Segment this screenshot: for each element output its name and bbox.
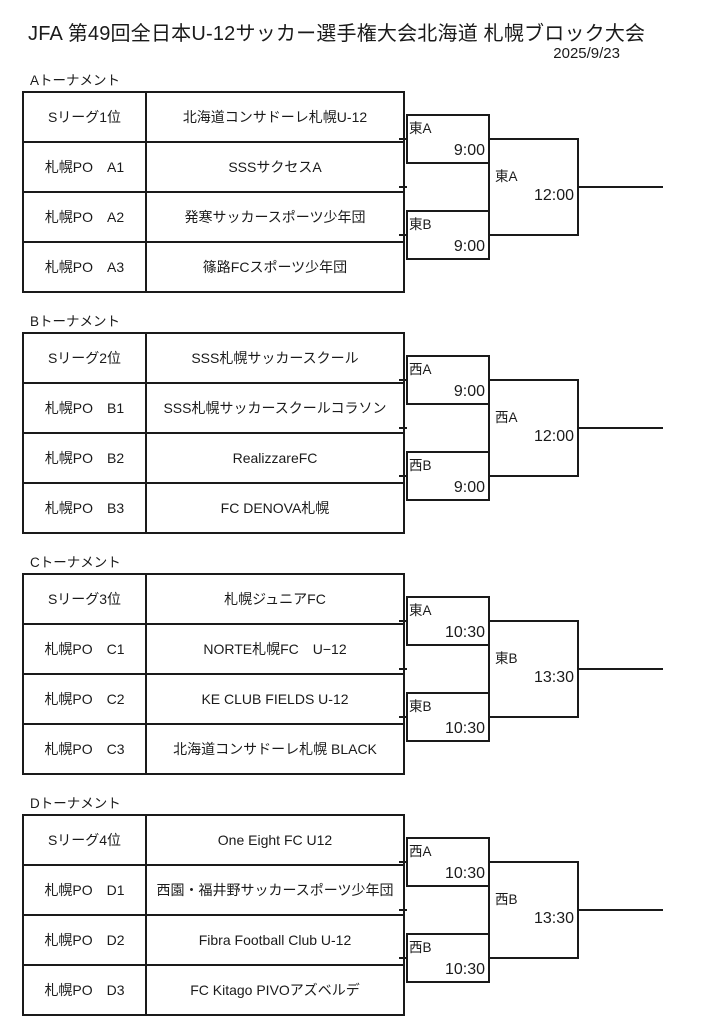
seed-slot-cell: 札幌PO D3 [22, 964, 147, 1016]
bracket-lines [399, 837, 663, 983]
seed-slot-cell: 札幌PO A2 [22, 191, 147, 243]
semifinal-top-time: 10:30 [444, 624, 485, 641]
table-row: 札幌PO D2 Fibra Football Club U-12 [22, 914, 405, 966]
semifinal-bottom-venue: 西B [409, 940, 432, 955]
table-row: 札幌PO B1 SSS札幌サッカースクールコラソン [22, 382, 405, 434]
teams-table: Sリーグ2位 SSS札幌サッカースクール 札幌PO B1 SSS札幌サッカースク… [22, 332, 405, 534]
teams-table: Sリーグ4位 One Eight FC U12 札幌PO D1 西園・福井野サッ… [22, 814, 405, 1016]
semifinal-bottom-venue: 東B [409, 699, 432, 714]
tournament-section-a: Aトーナメント Sリーグ1位 北海道コンサドーレ札幌U-12 札幌PO A1 S… [0, 69, 714, 293]
table-row: 札幌PO C3 北海道コンサドーレ札幌 BLACK [22, 723, 405, 775]
team-name-cell: RealizzareFC [145, 432, 405, 484]
table-row: 札幌PO A2 発寒サッカースポーツ少年団 [22, 191, 405, 243]
semifinal-bottom-venue: 東B [409, 217, 432, 232]
table-row: 札幌PO A1 SSSサクセスA [22, 141, 405, 193]
section-title: Dトーナメント [30, 796, 121, 811]
seed-slot-cell: 札幌PO C3 [22, 723, 147, 775]
semifinal-bottom-venue: 西B [409, 458, 432, 473]
page-title: JFA 第49回全日本U-12サッカー選手権大会北海道 札幌ブロック大会 [28, 23, 646, 45]
table-row: 札幌PO D1 西園・福井野サッカースポーツ少年団 [22, 864, 405, 916]
tournament-section-b: Bトーナメント Sリーグ2位 SSS札幌サッカースクール 札幌PO B1 SSS… [0, 310, 714, 534]
table-row: Sリーグ1位 北海道コンサドーレ札幌U-12 [22, 91, 405, 143]
seed-slot-cell: Sリーグ4位 [22, 814, 147, 866]
bracket-lines [399, 114, 663, 260]
team-name-cell: FC DENOVA札幌 [145, 482, 405, 534]
final-time: 13:30 [533, 669, 574, 686]
section-title: Cトーナメント [30, 555, 121, 570]
final-venue: 西A [495, 410, 518, 425]
tournament-section-d: Dトーナメント Sリーグ4位 One Eight FC U12 札幌PO D1 … [0, 792, 714, 1016]
bracket-lines [399, 596, 663, 742]
team-name-cell: 北海道コンサドーレ札幌 BLACK [145, 723, 405, 775]
bracket-lines [399, 355, 663, 501]
tournament-section-c: Cトーナメント Sリーグ3位 札幌ジュニアFC 札幌PO C1 NORTE札幌F… [0, 551, 714, 775]
seed-slot-cell: 札幌PO D1 [22, 864, 147, 916]
team-name-cell: One Eight FC U12 [145, 814, 405, 866]
semifinal-top-venue: 西A [409, 844, 432, 859]
table-row: Sリーグ3位 札幌ジュニアFC [22, 573, 405, 625]
team-name-cell: SSS札幌サッカースクールコラソン [145, 382, 405, 434]
team-name-cell: NORTE札幌FC U−12 [145, 623, 405, 675]
seed-slot-cell: 札幌PO D2 [22, 914, 147, 966]
semifinal-top-venue: 東A [409, 121, 432, 136]
final-time: 13:30 [533, 910, 574, 927]
table-row: 札幌PO C1 NORTE札幌FC U−12 [22, 623, 405, 675]
table-row: 札幌PO B3 FC DENOVA札幌 [22, 482, 405, 534]
team-name-cell: 西園・福井野サッカースポーツ少年団 [145, 864, 405, 916]
seed-slot-cell: Sリーグ3位 [22, 573, 147, 625]
section-title: Aトーナメント [30, 73, 121, 88]
seed-slot-cell: 札幌PO B2 [22, 432, 147, 484]
final-venue: 東B [495, 651, 518, 666]
team-name-cell: 北海道コンサドーレ札幌U-12 [145, 91, 405, 143]
seed-slot-cell: Sリーグ2位 [22, 332, 147, 384]
table-row: 札幌PO D3 FC Kitago PIVOアズベルデ [22, 964, 405, 1016]
table-row: 札幌PO A3 篠路FCスポーツ少年団 [22, 241, 405, 293]
semifinal-top-time: 10:30 [444, 865, 485, 882]
team-name-cell: FC Kitago PIVOアズベルデ [145, 964, 405, 1016]
seed-slot-cell: 札幌PO A1 [22, 141, 147, 193]
table-row: 札幌PO B2 RealizzareFC [22, 432, 405, 484]
seed-slot-cell: 札幌PO C2 [22, 673, 147, 725]
teams-table: Sリーグ1位 北海道コンサドーレ札幌U-12 札幌PO A1 SSSサクセスA … [22, 91, 405, 293]
team-name-cell: SSSサクセスA [145, 141, 405, 193]
team-name-cell: KE CLUB FIELDS U-12 [145, 673, 405, 725]
semifinal-top-venue: 東A [409, 603, 432, 618]
seed-slot-cell: 札幌PO B1 [22, 382, 147, 434]
team-name-cell: 発寒サッカースポーツ少年団 [145, 191, 405, 243]
table-row: 札幌PO C2 KE CLUB FIELDS U-12 [22, 673, 405, 725]
event-date: 2025/9/23 [553, 45, 620, 62]
team-name-cell: SSS札幌サッカースクール [145, 332, 405, 384]
semifinal-top-venue: 西A [409, 362, 432, 377]
final-venue: 西B [495, 892, 518, 907]
semifinal-bottom-time: 9:00 [453, 479, 485, 496]
seed-slot-cell: 札幌PO A3 [22, 241, 147, 293]
semifinal-bottom-time: 9:00 [453, 238, 485, 255]
semifinal-top-time: 9:00 [453, 383, 485, 400]
semifinal-bottom-time: 10:30 [444, 720, 485, 737]
seed-slot-cell: 札幌PO C1 [22, 623, 147, 675]
final-time: 12:00 [533, 187, 574, 204]
semifinal-top-time: 9:00 [453, 142, 485, 159]
final-time: 12:00 [533, 428, 574, 445]
section-title: Bトーナメント [30, 314, 121, 329]
semifinal-bottom-time: 10:30 [444, 961, 485, 978]
final-venue: 東A [495, 169, 518, 184]
table-row: Sリーグ2位 SSS札幌サッカースクール [22, 332, 405, 384]
teams-table: Sリーグ3位 札幌ジュニアFC 札幌PO C1 NORTE札幌FC U−12 札… [22, 573, 405, 775]
team-name-cell: 篠路FCスポーツ少年団 [145, 241, 405, 293]
team-name-cell: 札幌ジュニアFC [145, 573, 405, 625]
table-row: Sリーグ4位 One Eight FC U12 [22, 814, 405, 866]
team-name-cell: Fibra Football Club U-12 [145, 914, 405, 966]
seed-slot-cell: 札幌PO B3 [22, 482, 147, 534]
seed-slot-cell: Sリーグ1位 [22, 91, 147, 143]
